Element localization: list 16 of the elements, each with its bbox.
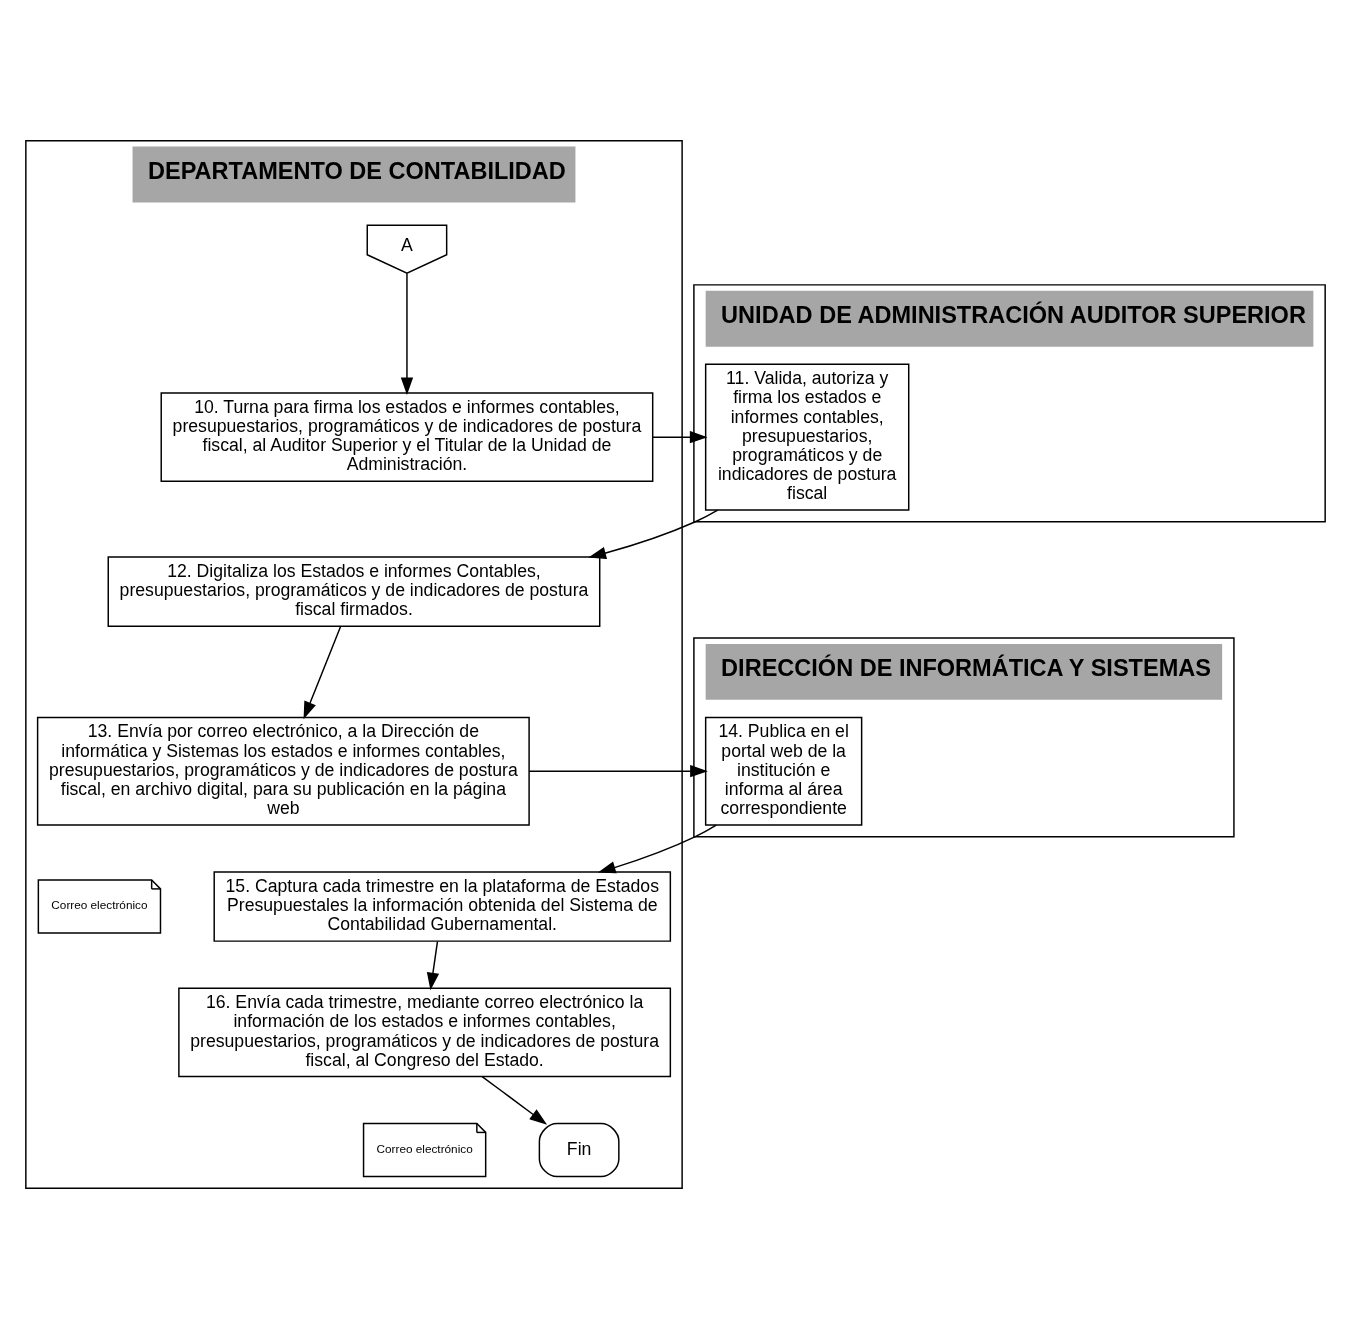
node-box: 11. Valida, autoriza y firma los estados e informes contables, presupuestarios, programáticos y de indicadores de postura fiscal bbox=[704, 363, 910, 511]
node-box: 12. Digitaliza los Estados e informes Contables, presupuestarios, programáticos y de indicadores de postura fiscal firmados. bbox=[107, 556, 601, 627]
arrow bbox=[303, 625, 342, 720]
node-box: 16. Envía cada trimestre, mediante correo electrónico la información de los estados e informes contables, presupuestarios, programáticos y de indicadores de postura fiscal, al Congreso del Estado. bbox=[178, 987, 672, 1078]
arrow bbox=[652, 430, 708, 444]
arrow bbox=[400, 272, 414, 396]
node-box: 13. Envía por correo electrónico, a la Dirección de informática y Sistemas los estados e informes contables, presupuestarios, programáticos y de indicadores de postura fiscal, en archivo digital, para su publicación en la página web bbox=[36, 716, 530, 826]
node-box: 14. Publica en el portal web de la institución e informa al área correspondiente bbox=[704, 716, 863, 826]
arrow bbox=[588, 509, 719, 560]
arrow bbox=[528, 765, 708, 778]
node-box: 15. Captura cada trimestre en la plataforma de Estados Presupuestales la información obtenida del Sistema de Contabilidad Gubernamental. bbox=[213, 871, 672, 942]
node-box: 10. Turna para firma los estados e informes contables, presupuestarios, programáticos y de indicadores de postura fiscal, al Auditor Superior y el Titular de la Unidad de Administración. bbox=[160, 392, 654, 483]
node-box: Fin bbox=[538, 1122, 620, 1178]
arrow bbox=[597, 824, 717, 874]
arrow bbox=[426, 940, 440, 991]
arrow bbox=[481, 1075, 548, 1125]
